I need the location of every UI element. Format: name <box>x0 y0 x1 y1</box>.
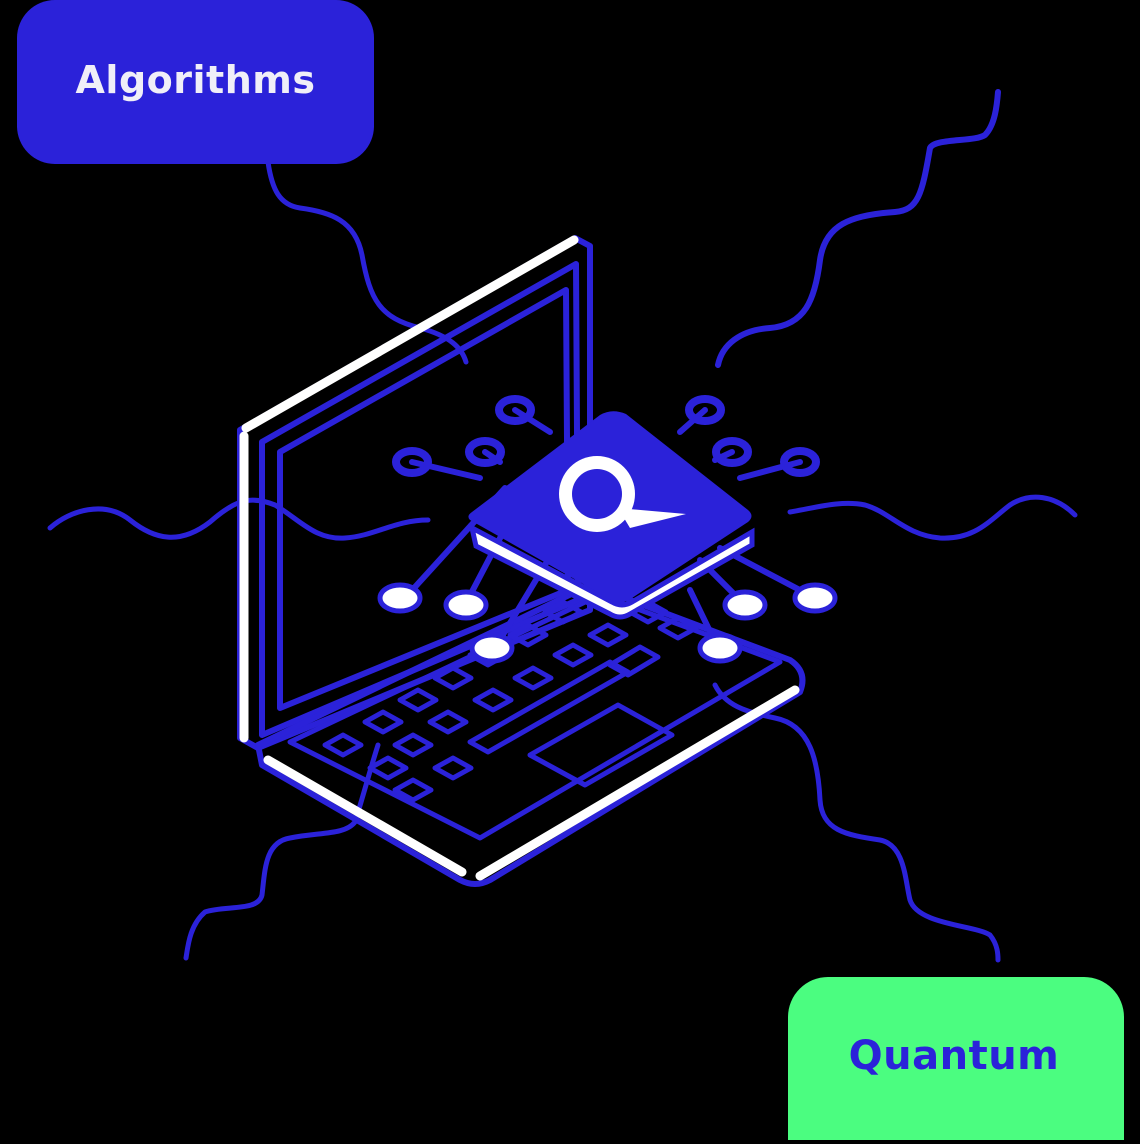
algorithms-label: Algorithms <box>75 58 316 102</box>
q-logo-icon <box>559 456 686 532</box>
chip-icon <box>468 411 755 620</box>
wave-line-icon <box>715 89 1001 368</box>
algorithms-label-bubble: Algorithms <box>17 0 374 164</box>
wave-line-icon <box>712 682 1001 963</box>
wave-line-icon <box>787 494 1078 541</box>
quantum-label-bubble: Quantum <box>788 977 1124 1140</box>
quantum-label: Quantum <box>848 1032 1060 1079</box>
wave-line-icon <box>265 159 469 365</box>
